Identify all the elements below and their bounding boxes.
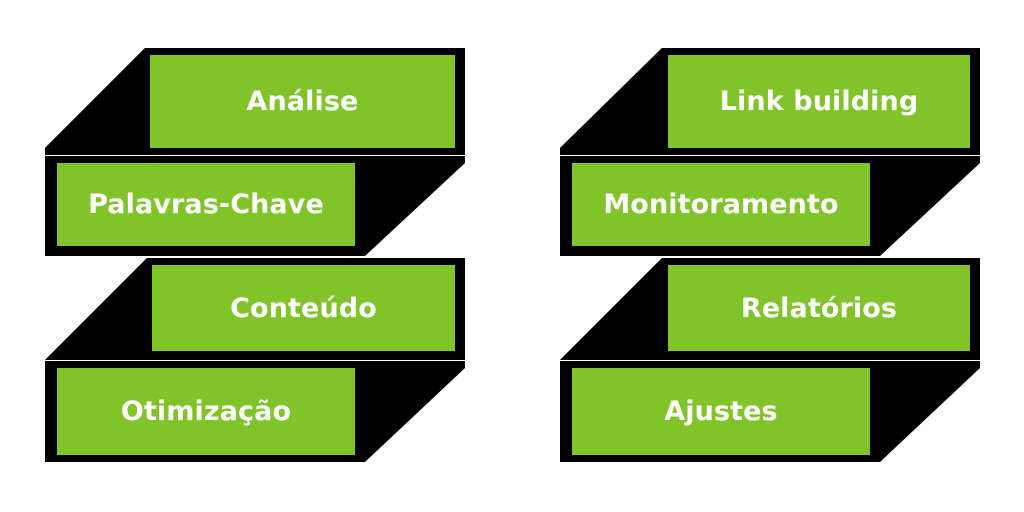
step-label-left-4: Otimização: [120, 396, 292, 427]
step-label-left-3: Conteúdo: [230, 292, 377, 324]
step-label-right-4: Ajustes: [664, 396, 778, 427]
step-label-left-2: Palavras-Chave: [88, 189, 324, 220]
step-label-right-1: Link building: [719, 86, 919, 117]
step-label-right-3: Relatórios: [740, 292, 898, 324]
step-label-left-1: Análise: [246, 86, 359, 117]
step-label-right-2: Monitoramento: [603, 189, 839, 220]
